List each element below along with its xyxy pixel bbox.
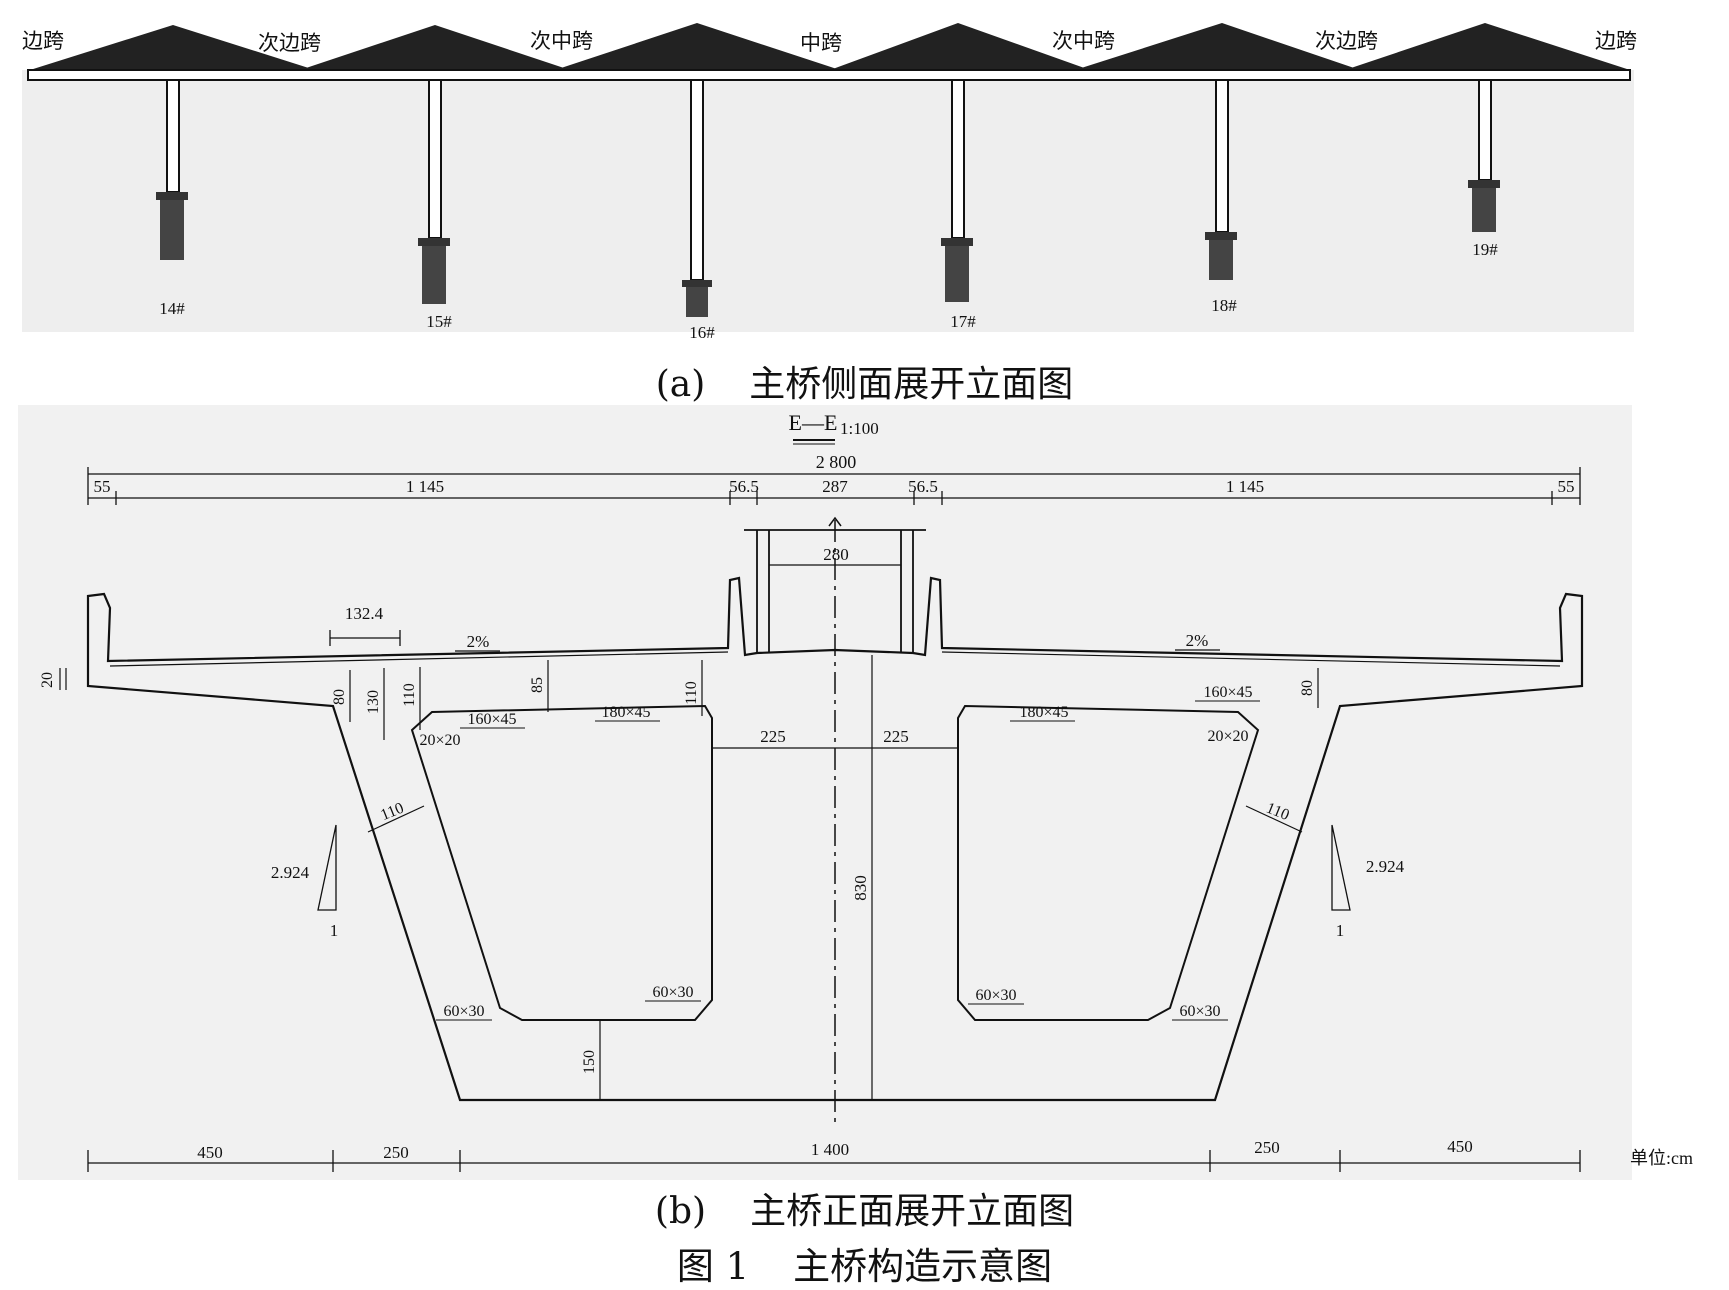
cable-fan-16 (555, 23, 840, 70)
dim-1145-left: 1 145 (406, 477, 444, 496)
dim-1145-right: 1 145 (1226, 477, 1264, 496)
box-girder-outline (86, 576, 1584, 1102)
dim-85: 85 (529, 677, 546, 693)
pier-label-19: 19# (1472, 240, 1498, 259)
haunch-60x30-c: 60×30 (975, 987, 1016, 1004)
section-scale: 1:100 (840, 419, 879, 438)
dim-250-right: 250 (1254, 1138, 1280, 1157)
span-label-4: 中跨 (800, 31, 842, 55)
cable-fan-14 (30, 25, 315, 70)
slope-one-left: 1 (330, 921, 339, 940)
dim-130: 130 (365, 690, 382, 714)
deck-surface-left (109, 651, 729, 667)
haunch-160x45-left: 160×45 (467, 711, 516, 728)
pier-15 (418, 79, 450, 304)
dim-132-4: 132.4 (345, 604, 384, 623)
dim-830: 830 (851, 875, 870, 901)
section-background (18, 405, 1632, 1180)
dim-110-top: 110 (401, 683, 418, 706)
dim-2800: 2 800 (816, 452, 857, 472)
elevation-view: 边跨 次边跨 次中跨 中跨 次中跨 次边跨 边跨 14# 15# 16# 17#… (22, 23, 1637, 342)
pier-label-15: 15# (426, 312, 452, 331)
slope-triangle-right (1331, 824, 1351, 911)
dim-225-left: 225 (760, 727, 786, 746)
dim-55-right: 55 (1558, 477, 1575, 496)
slope-right: 2% (1186, 631, 1209, 650)
pier-label-17: 17# (950, 312, 976, 331)
dim-80-right: 80 (1299, 680, 1316, 696)
haunch-160x45-right: 160×45 (1203, 684, 1252, 701)
dim-56-5-right: 56.5 (908, 477, 938, 496)
section-title: E—E (789, 410, 838, 435)
dim-55-left: 55 (94, 477, 111, 496)
deck (27, 69, 1631, 81)
dim-280: 280 (823, 545, 849, 564)
span-label-3: 次中跨 (530, 29, 593, 53)
slope-ratio-right: 2.924 (1366, 857, 1405, 876)
caption-b-label: (b) (654, 1191, 707, 1232)
pier-17 (941, 79, 973, 302)
haunch-60x30-b: 60×30 (652, 984, 693, 1001)
caption-a: (a) 主桥侧面展开立面图 (0, 355, 1729, 407)
caption-b: (b) 主桥正面展开立面图 (0, 1182, 1729, 1234)
dim-287: 287 (822, 477, 848, 496)
pier-18 (1205, 79, 1237, 280)
span-label-1: 边跨 (22, 29, 64, 53)
pier-14 (156, 79, 188, 260)
pier-label-18: 18# (1211, 296, 1237, 315)
dim-80-left: 80 (331, 689, 348, 705)
cable-fan-17 (830, 23, 1090, 70)
span-label-7: 边跨 (1595, 29, 1637, 53)
span-label-5: 次中跨 (1052, 29, 1115, 53)
elevation-background (22, 70, 1634, 332)
haunch-20x20-left: 20×20 (419, 732, 460, 749)
slope-one-right: 1 (1336, 921, 1345, 940)
unit-label: 单位:cm (1630, 1148, 1693, 1168)
haunch-180x45-right: 180×45 (1019, 704, 1068, 721)
dim-150: 150 (581, 1050, 598, 1074)
caption-b-text: 主桥正面展开立面图 (750, 1191, 1075, 1232)
slope-left: 2% (467, 632, 490, 651)
span-label-2: 次边跨 (258, 31, 321, 55)
caption-a-label: (a) (655, 364, 706, 405)
slope-ratio-left: 2.924 (271, 863, 310, 882)
haunch-180x45-left: 180×45 (601, 704, 650, 721)
pier-19 (1468, 79, 1500, 232)
figure-caption: 图 1 主桥构造示意图 (0, 1236, 1729, 1290)
cross-section-view: E—E 1:100 2 800 55 1 145 56.5 287 56.5 1… (18, 405, 1632, 1180)
dim-1400: 1 400 (811, 1140, 849, 1159)
dim-56-5-left: 56.5 (729, 477, 759, 496)
cable-fan-18 (1075, 23, 1360, 70)
dim-250-left: 250 (383, 1143, 409, 1162)
pier-label-14: 14# (159, 299, 185, 318)
figure-caption-text: 主桥构造示意图 (793, 1245, 1053, 1288)
pier-16 (682, 79, 712, 317)
dim-450-left: 450 (197, 1143, 223, 1162)
haunch-60x30-a: 60×30 (443, 1003, 484, 1020)
figure-caption-label: 图 1 (676, 1245, 750, 1288)
dim-225-right: 225 (883, 727, 909, 746)
deck-surface-right (941, 651, 1561, 667)
span-label-6: 次边跨 (1315, 29, 1378, 53)
haunch-20x20-right: 20×20 (1207, 728, 1248, 745)
slope-triangle-left (317, 824, 337, 911)
dim-450-right: 450 (1447, 1137, 1473, 1156)
cable-fan-15 (300, 25, 570, 70)
dim-20: 20 (39, 672, 56, 688)
pier-label-16: 16# (689, 323, 715, 342)
dim-110-mid: 110 (683, 681, 700, 704)
left-cell (410, 704, 713, 1021)
haunch-60x30-d: 60×30 (1179, 1003, 1220, 1020)
cable-fan-19 (1345, 23, 1630, 70)
right-cell (957, 704, 1260, 1021)
caption-a-text: 主桥侧面展开立面图 (749, 364, 1074, 405)
